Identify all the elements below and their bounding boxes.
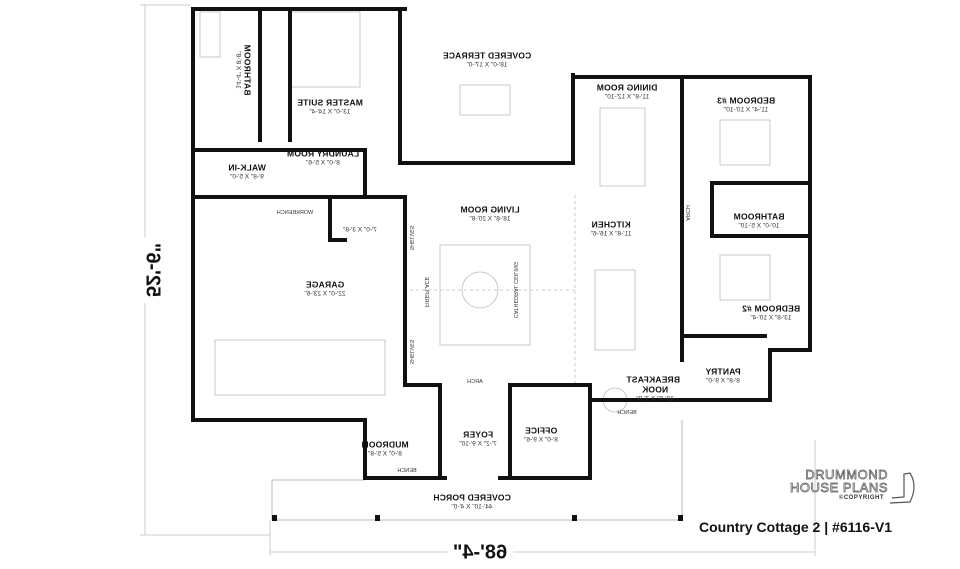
room-size: 13'-0" X 14'-4"	[309, 108, 351, 116]
room-name: COVERED PORCH	[433, 492, 511, 503]
room-size: 8'-0" X 5'-6"	[306, 159, 340, 167]
room-name: COVERED TERRACE	[442, 50, 532, 61]
furniture	[199, 11, 771, 413]
room-name: PANTRY	[705, 366, 741, 377]
note-bench-nook: BENCH	[617, 409, 637, 416]
room-size: 10'-0" X 5'-10"	[738, 222, 780, 230]
room-name: OFFICE	[524, 425, 558, 436]
walls	[191, 7, 812, 480]
logo-copyright: ©COPYRIGHT	[838, 495, 884, 501]
room-size: 8'-0" X 5'-8"	[368, 450, 402, 458]
room-name: BATHROOM	[733, 211, 785, 222]
room-size: 11'-4" X 10'-10"	[723, 106, 769, 114]
room-name: MASTER SUITE	[297, 97, 363, 108]
plan-title: Country Cottage 2 | #6116-V1	[699, 519, 892, 535]
logo-mark-icon	[889, 472, 915, 504]
room-size: 44'-10" X 4'-0"	[451, 503, 493, 511]
drummond-logo: DRUMMOND HOUSE PLANS ©COPYRIGHT	[748, 468, 888, 502]
porch-posts	[272, 515, 683, 521]
room-size: 13'-8" X 10'-4"	[750, 314, 792, 322]
room-size: 8'-8" X 9'-0"	[706, 377, 740, 385]
room-name: LAUNDRY ROOM	[286, 148, 360, 159]
note-arch-living: ARCH	[467, 378, 483, 385]
room-size: 7'-0" X 3'-8"	[343, 226, 377, 234]
dimension-width: 68'-4"	[446, 541, 514, 565]
room-name: DINING ROOM	[596, 82, 658, 93]
room-name: GARAGE	[305, 279, 345, 290]
room-name: BATHROOM	[242, 44, 253, 96]
note-fireplace: FIREPLACE	[423, 276, 430, 308]
room-name: LIVING ROOM	[460, 204, 520, 215]
room-size: 11'-8" X 16'-6"	[590, 230, 632, 238]
room-size: 8'-0" X 9'-6"	[524, 436, 558, 444]
room-size: 9'-8" X 5'-0"	[230, 173, 264, 181]
porch-outline	[271, 420, 683, 521]
room-name: WALK-IN	[228, 162, 266, 173]
note-arch-hall: ARCH	[684, 205, 691, 221]
note-cathedral-ceiling: CATHEDRAL CEILING	[512, 261, 519, 319]
dimension-depth: 52'-6"	[140, 236, 164, 304]
room-size: 7'-2" X 9'-10"	[459, 440, 497, 448]
note-workbench: WORKBENCH	[276, 209, 314, 216]
room-size: 11'-8" X 12'-10"	[604, 93, 650, 101]
room-size: 18'-0" X 17'-0"	[466, 61, 508, 69]
note-shelves-top: SHELVES	[408, 225, 415, 251]
room-size: 10'-0" X 7'-8"	[636, 395, 674, 403]
room-name: FOYER	[462, 429, 494, 440]
note-bench-mudroom: BENCH	[397, 467, 417, 474]
logo-line-1: DRUMMOND	[805, 467, 888, 482]
room-name: BREAKFAST NOOK	[626, 374, 680, 395]
room-name: KITCHEN	[591, 219, 631, 230]
logo-line-2: HOUSE PLANS	[790, 480, 888, 495]
room-name: MUDROOM	[361, 439, 409, 450]
room-size: 14'-4" X 8'-8"	[234, 51, 242, 89]
room-size: 22'-0" X 23'-6"	[304, 290, 346, 298]
room-name: BEDROOM #3	[716, 95, 776, 106]
room-storage: 7'-0" X 3'-8"	[343, 226, 377, 233]
room-size: 18'-8" X 20'-8"	[469, 215, 511, 223]
room-name: BEDROOM #2	[741, 303, 801, 314]
note-shelves-bottom: SHELVES	[408, 339, 415, 365]
